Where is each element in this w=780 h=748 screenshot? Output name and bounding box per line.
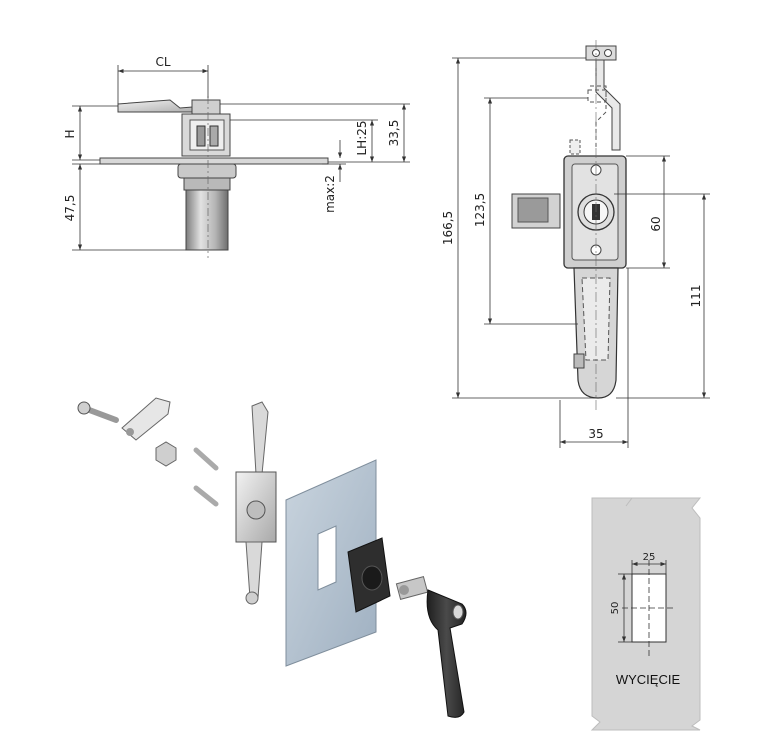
exploded-cam (121, 397, 171, 441)
dim-cutout-height: 50 (610, 602, 621, 615)
dim-33-5-label: 33,5 (387, 120, 401, 147)
side-top-nut (191, 99, 221, 115)
front-view: 166,5 123,5 60 111 35 (441, 40, 710, 448)
exploded-view (77, 397, 467, 718)
exploded-handle (426, 589, 467, 718)
dim-cutout-width: 25 (643, 552, 656, 563)
exploded-pin-1 (193, 447, 219, 471)
dim-lh-label: LH:25 (355, 120, 369, 155)
dim-35-label: 35 (588, 427, 603, 441)
exploded-pin-2 (193, 485, 219, 507)
dim-166-5-label: 166,5 (441, 211, 455, 245)
side-cylinder (185, 189, 229, 251)
exploded-nut (155, 441, 177, 467)
exploded-key-insert (395, 576, 429, 600)
cutout-detail: 25 50 WYCIĘCIE (590, 497, 702, 731)
cutout-caption: WYCIĘCIE (616, 672, 681, 687)
dim-60-label: 60 (649, 216, 663, 231)
dim-123-5-label: 123,5 (473, 193, 487, 227)
dim-max-label: max:2 (323, 175, 337, 213)
dim-cl-label: CL (155, 55, 170, 69)
dim-47-5-label: 47,5 (63, 195, 77, 222)
exploded-rod-top (251, 401, 269, 475)
dim-111-label: 111 (689, 285, 703, 308)
side-view: CL H 47,5 33,5 LH:25 max:2 (63, 55, 410, 258)
dim-h-label: H (63, 129, 77, 138)
side-collar (177, 163, 237, 179)
exploded-screw (77, 401, 119, 423)
exploded-rod-bottom (245, 541, 263, 599)
side-panel-plate (99, 157, 329, 165)
